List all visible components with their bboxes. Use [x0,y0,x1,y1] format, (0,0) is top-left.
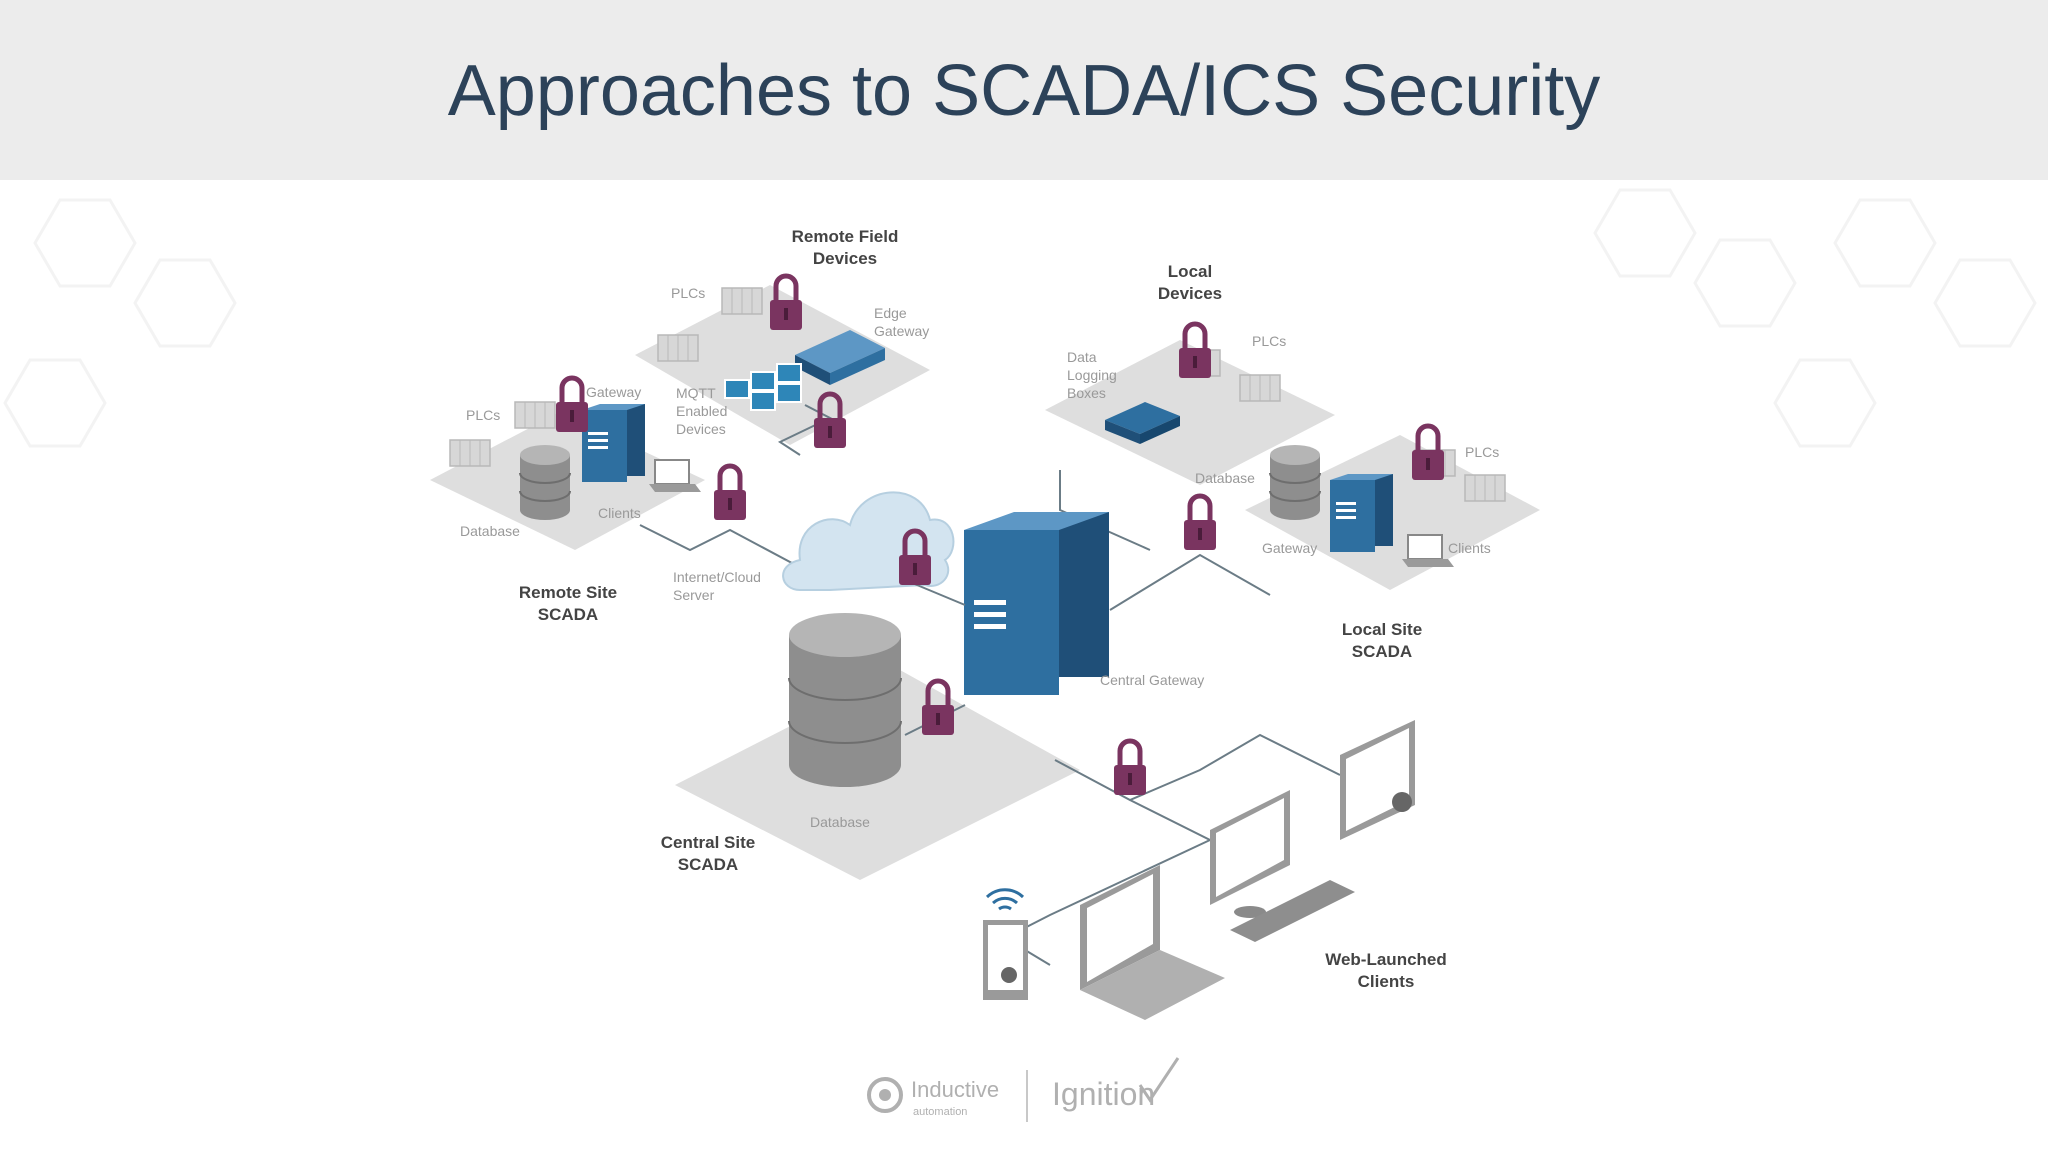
lock-icon [1179,324,1211,378]
ignition-check-icon [1138,1057,1180,1103]
central-site-scada-group: Database Central Gateway Central Site SC… [661,512,1204,880]
gateway-server-icon [1330,474,1393,552]
keyboard-icon [1230,880,1355,942]
ignition-logo: Ignition [1052,1076,1155,1112]
local-site-scada-group: Database PLCs Gateway Clients Local Site… [1059,426,1540,661]
label-data-logging-2: Logging [1067,367,1117,383]
plc-device [721,287,763,315]
label-data-logging-3: Boxes [1067,385,1106,401]
lock-icon [1184,496,1216,550]
label-gateway: Gateway [586,384,641,400]
label-internet-cloud-1: Internet/Cloud [673,569,761,585]
logo-inductive-text: Inductive [911,1077,999,1102]
label-remote-site-scada-1: Remote Site [519,583,617,602]
gateway-server-icon [582,404,645,482]
lock-icon [556,378,588,432]
label-plcs: PLCs [466,407,500,423]
logos: Inductive automation Ignition [867,1057,1180,1122]
label-gateway: Gateway [1262,540,1317,556]
label-mqtt-2: Enabled [676,403,727,419]
edge-gateway-icon [795,330,885,385]
local-devices-connection [1059,470,1151,551]
database-icon [519,444,571,521]
label-database: Database [810,814,870,830]
tablet-icon [983,920,1028,1000]
lock-icon [770,276,802,330]
mqtt-devices-icon [724,363,802,411]
lock-icon [1412,426,1444,480]
label-local-devices-2: Devices [1158,284,1222,303]
plc-device [657,334,699,362]
label-plcs: PLCs [671,285,705,301]
label-local-site-scada-1: Local Site [1342,620,1422,639]
title-bar: Approaches to SCADA/ICS Security [0,0,2048,180]
plc-device [514,401,556,429]
label-clients: Clients [1448,540,1491,556]
desktop-monitor-icon [1210,790,1290,918]
central-database-icon [788,613,902,787]
label-internet-cloud-2: Server [673,587,715,603]
label-database: Database [460,523,520,539]
web-clients-group: Web-Launched Clients [983,720,1447,1020]
remote-to-cloud-connection [639,524,806,571]
label-remote-field-2: Devices [813,249,877,268]
label-mqtt-3: Devices [676,421,726,437]
label-database: Database [1195,470,1255,486]
scada-network-diagram: PLCs Gateway Database Clients Remote Sit… [3,188,2037,1122]
local-devices-platform [1045,340,1335,485]
plc-device [1464,474,1506,502]
local-site-connection [1109,553,1271,611]
label-data-logging-1: Data [1067,349,1097,365]
lock-icon [714,466,746,520]
label-plcs: PLCs [1465,444,1499,460]
plc-device [1239,374,1281,402]
logo-automation-text: automation [913,1106,967,1118]
inductive-automation-logo: Inductive automation [867,1077,999,1118]
lock-icon [1114,741,1146,795]
label-clients: Clients [598,505,641,521]
database-icon [1269,444,1321,521]
plc-device [449,439,491,467]
wifi-icon [985,888,1025,911]
remote-site-scada-group: PLCs Gateway Database Clients Remote Sit… [430,378,705,624]
touchscreen-monitor-icon [1340,720,1415,840]
label-local-devices-1: Local [1168,262,1212,281]
label-web-clients-2: Clients [1358,972,1415,991]
label-web-clients-1: Web-Launched [1325,950,1447,969]
remote-field-devices-group: Remote Field Devices PLCs Edge Gateway M… [635,227,930,456]
data-logging-box-icon [1105,402,1180,444]
label-edge-gateway-2: Gateway [874,323,929,339]
label-central-site-scada-1: Central Site [661,833,755,852]
label-remote-field-1: Remote Field [792,227,899,246]
lock-icon [922,681,954,735]
label-edge-gateway-1: Edge [874,305,907,321]
central-to-clients-connection [1054,733,1341,802]
label-central-site-scada-2: SCADA [678,855,738,874]
label-central-gateway: Central Gateway [1100,672,1204,688]
page-title: Approaches to SCADA/ICS Security [447,51,1601,131]
laptop-client-icon [1080,865,1225,1020]
local-devices-group: Local Devices PLCs Data Logging Boxes [1045,262,1335,485]
central-gateway-server-icon [964,512,1109,695]
label-mqtt-1: MQTT [676,385,716,401]
label-plcs: PLCs [1252,333,1286,349]
label-remote-site-scada-2: SCADA [538,605,598,624]
label-local-site-scada-2: SCADA [1352,642,1412,661]
hexagon-background-pattern [3,188,2037,448]
